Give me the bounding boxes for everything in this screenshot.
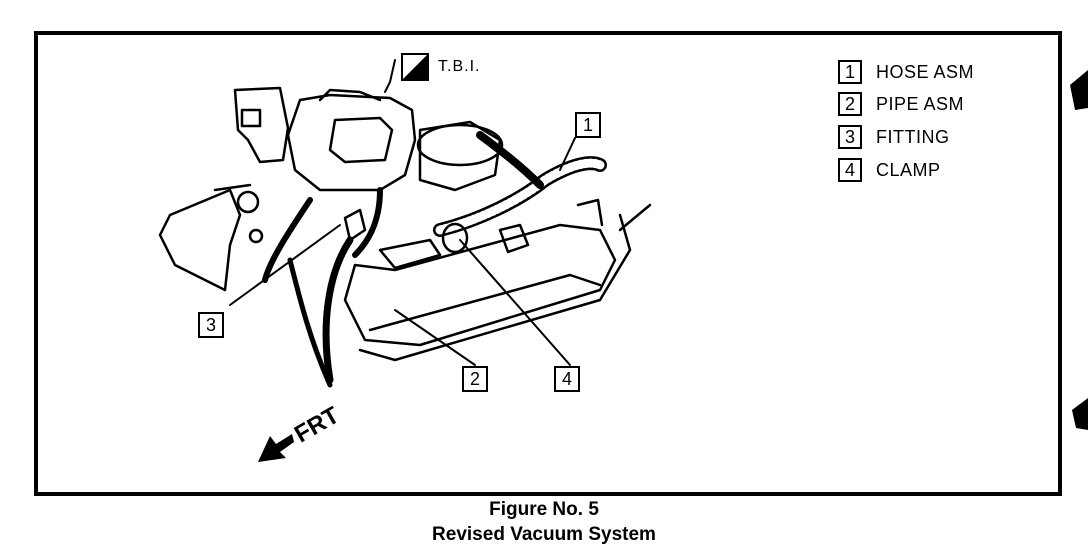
fitting-bolt <box>236 190 260 214</box>
leader-tbi <box>384 59 396 93</box>
legend-label: HOSE ASM <box>876 61 975 82</box>
tbi-side <box>418 120 502 192</box>
callout-4: 4 <box>554 366 580 392</box>
legend-item: 1 HOSE ASM <box>838 58 974 86</box>
legend-item: 4 CLAMP <box>838 156 941 184</box>
tbi-label: T.B.I. <box>438 58 481 75</box>
engine-right-bracket <box>576 198 604 227</box>
clamp-4-shape <box>441 222 469 254</box>
half-filled-square-icon <box>401 53 429 81</box>
valve-cover <box>343 223 617 347</box>
leader-2 <box>394 309 476 366</box>
leader-1 <box>559 137 576 171</box>
legend-label: PIPE ASM <box>876 93 965 114</box>
front-direction-arrow-icon <box>258 434 294 462</box>
legend-number: 3 <box>838 125 862 149</box>
pipe-down <box>287 257 333 388</box>
pipe-2-segment-a <box>352 187 383 258</box>
engine-left-block <box>158 188 242 292</box>
pipe-2-segment-b <box>322 236 354 384</box>
air-cleaner-stub <box>416 123 504 167</box>
tbi-throttle <box>328 116 394 164</box>
figure-number: Figure No. 5 <box>489 499 599 520</box>
callout-1: 1 <box>575 112 601 138</box>
diagram-frame <box>34 31 1062 496</box>
legend-number: 4 <box>838 158 862 182</box>
legend-number: 2 <box>838 92 862 116</box>
pipe-left <box>262 197 313 283</box>
fitting-3-shape <box>343 208 367 242</box>
legend-label: CLAMP <box>876 159 941 180</box>
engine-right-line <box>618 203 652 232</box>
line-pointer-left <box>213 183 252 192</box>
legend-label: FITTING <box>876 126 950 147</box>
bolt-small <box>248 228 264 244</box>
legend-number: 1 <box>838 60 862 84</box>
bracket-shape <box>233 86 290 164</box>
callout-2: 2 <box>462 366 488 392</box>
leader-3 <box>229 224 341 306</box>
valve-cover-edge <box>358 213 632 362</box>
hose-port <box>498 223 530 254</box>
tbi-top <box>318 88 382 102</box>
hose-1-upper <box>476 131 544 189</box>
figure-caption: Revised Vacuum System <box>432 524 656 545</box>
hose-1-inner <box>435 158 605 235</box>
legend-item: 3 FITTING <box>838 123 950 151</box>
bracket-hole <box>240 108 262 128</box>
legend-item: 2 PIPE ASM <box>838 90 964 118</box>
hose-connector <box>378 238 442 270</box>
tbi-body <box>286 93 417 192</box>
page-edge-mark-bottom <box>1072 398 1088 430</box>
leader-4 <box>459 239 571 366</box>
valve-cover-rib <box>368 273 602 332</box>
callout-3: 3 <box>198 312 224 338</box>
page-edge-mark-top <box>1070 70 1088 110</box>
